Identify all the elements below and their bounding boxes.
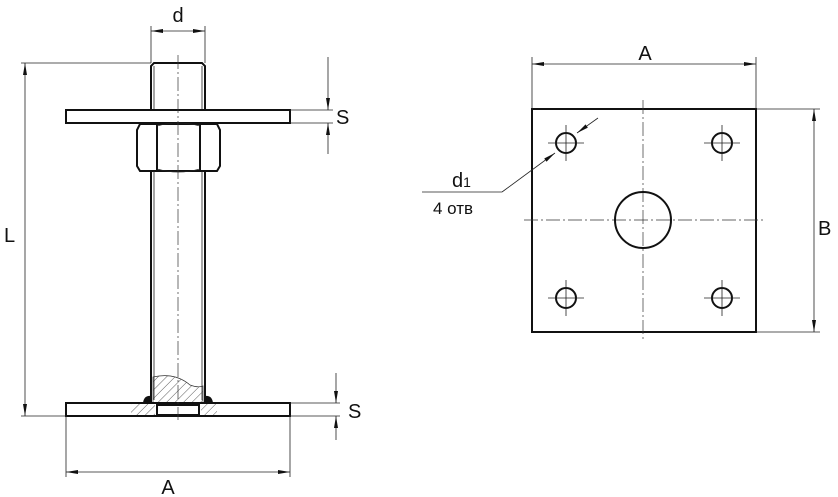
center-hole <box>614 191 672 249</box>
nut <box>136 123 221 172</box>
label-d1: d1 <box>452 170 471 192</box>
weld-right <box>205 395 213 403</box>
label-A-side: A <box>161 477 175 497</box>
nut-chamfer <box>156 122 201 173</box>
mounting-holes <box>548 125 740 316</box>
label-B: B <box>818 218 831 240</box>
label-L: L <box>4 225 15 247</box>
label-holes-count: 4 отв <box>433 199 473 218</box>
label-d: d <box>172 5 183 27</box>
plate-section-hatch <box>131 404 217 415</box>
base-plate <box>531 108 757 333</box>
label-S-top: S <box>336 107 349 129</box>
side-view: d L S S A <box>4 5 361 497</box>
label-S-bottom: S <box>348 401 361 423</box>
top-view: A B d1 4 отв <box>422 43 831 342</box>
weld-left <box>143 395 151 403</box>
leader-line <box>501 152 556 193</box>
nut-face-lines <box>156 124 201 171</box>
label-A-top: A <box>638 43 652 65</box>
